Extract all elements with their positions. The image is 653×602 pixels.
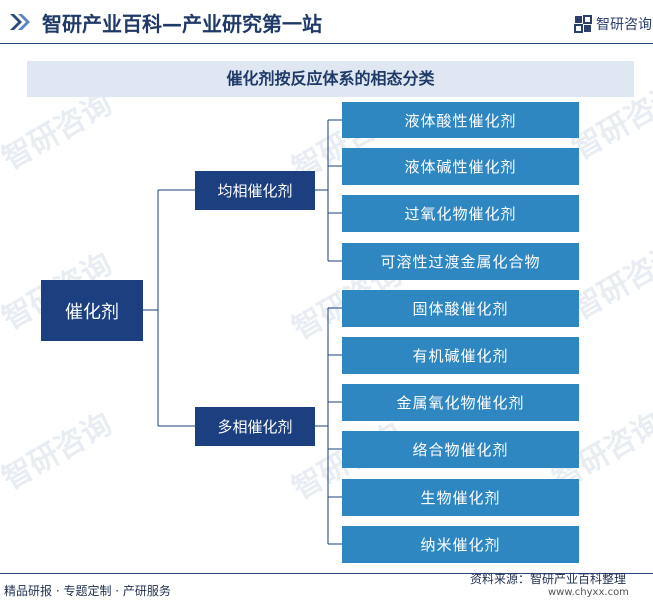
header-divider — [0, 43, 653, 44]
double-chevron-icon — [10, 14, 30, 30]
leaf-node: 固体酸催化剂 — [342, 290, 579, 327]
leaf-node: 络合物催化剂 — [342, 431, 579, 468]
root-node: 催化剂 — [41, 280, 143, 341]
leaf-node: 有机碱催化剂 — [342, 337, 579, 374]
brand-name: 智研咨询 — [596, 17, 652, 33]
leaf-node: 液体酸性催化剂 — [342, 102, 579, 138]
zhiyan-logo-icon — [574, 15, 592, 33]
chart-title: 催化剂按反应体系的相态分类 — [226, 69, 435, 88]
leaf-node: 生物催化剂 — [342, 479, 579, 516]
branch-node-heterogeneous: 多相催化剂 — [195, 407, 315, 446]
leaf-node: 液体碱性催化剂 — [342, 148, 579, 185]
data-source: 资料来源：智研产业百科整理 — [470, 572, 627, 586]
header: 智研产业百科—产业研究第一站 智研咨询 — [0, 0, 653, 44]
leaf-node: 过氧化物催化剂 — [342, 195, 579, 232]
leaf-node: 可溶性过渡金属化合物 — [342, 243, 579, 280]
leaf-node: 金属氧化物催化剂 — [342, 384, 579, 421]
footer-url[interactable]: www.chyxx.com — [548, 587, 629, 598]
chart-title-bar: 催化剂按反应体系的相态分类 — [27, 61, 634, 97]
footer-services: 精品研报 · 专题定制 · 产研服务 — [4, 584, 171, 598]
branch-node-homogeneous: 均相催化剂 — [195, 171, 315, 210]
leaf-node: 纳米催化剂 — [342, 526, 579, 563]
brand[interactable]: 智研咨询 — [574, 14, 652, 34]
site-title: 智研产业百科—产业研究第一站 — [42, 12, 322, 36]
footer-divider — [0, 573, 653, 574]
